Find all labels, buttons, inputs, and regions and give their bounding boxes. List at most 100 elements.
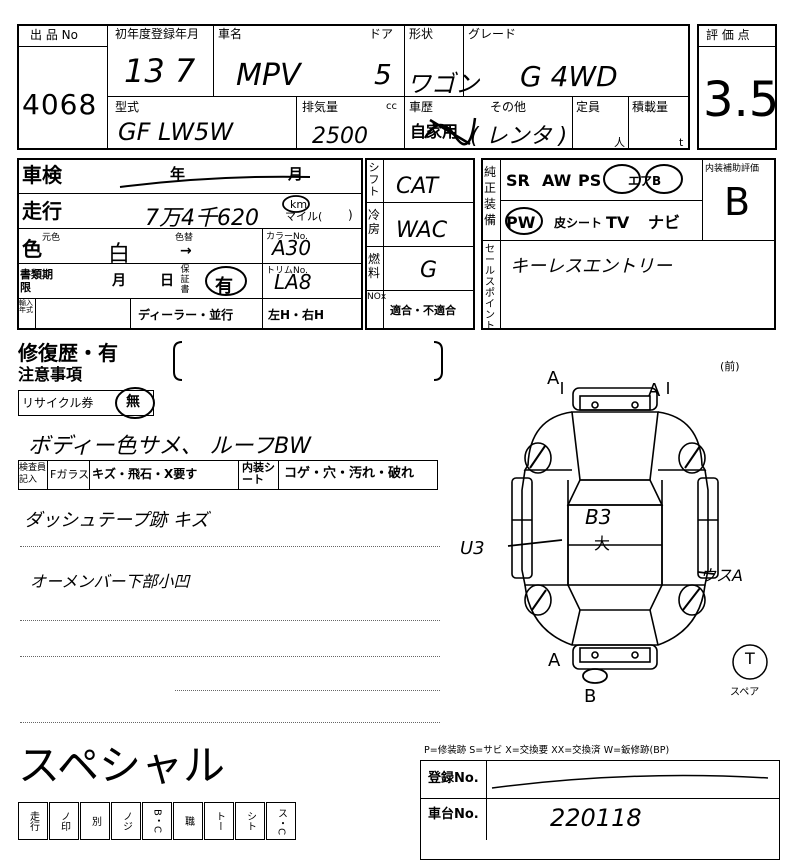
bottom-cell: 職 (173, 802, 203, 840)
warranty-label: 保証書 (180, 265, 190, 295)
inspector-frame (18, 460, 438, 490)
mark-rear-bumper: B (584, 686, 597, 707)
body-note: ボディー色サメ、 ルーフBW (28, 434, 311, 459)
history-label: 車歴 (409, 100, 434, 114)
door-value: 5 (374, 58, 392, 91)
mark-roof: B3 (585, 505, 612, 529)
grade-value: G 4WD (520, 60, 618, 93)
equip-item: PS (578, 171, 602, 190)
mark-rear-right: ウスA (700, 566, 743, 585)
mark-roof-size: 大 (594, 534, 611, 553)
interior-label: 内装補助評価 (705, 164, 760, 174)
bottom-cell: B・C (142, 802, 172, 840)
inspection-label: 車検 (22, 163, 62, 187)
docs-day: 日 (160, 273, 174, 289)
capacity-label: 定員 (576, 100, 601, 114)
mark-left-side: U3 (460, 538, 485, 559)
shape-value: ワゴン (407, 70, 479, 98)
model-label: 型式 (115, 100, 140, 114)
special-label: スペシャル (18, 741, 226, 790)
mark-front-left: A (547, 368, 560, 389)
fuel-label: 燃料 (367, 252, 380, 280)
lot-no-label: 出 品 No (30, 28, 78, 42)
spec-frame (17, 158, 363, 330)
mileage-unit: km (290, 198, 308, 211)
score-frame (697, 24, 777, 150)
docs-label: 書類期限 (20, 268, 53, 294)
score-value: 3.5 (703, 72, 780, 128)
color-num: A30 (272, 236, 312, 260)
glass-label: Fガラス (50, 468, 90, 481)
docs-month: 月 (112, 273, 126, 289)
bottom-cell: ノ印 (49, 802, 79, 840)
equip-item: 皮シート (554, 216, 603, 230)
chassis-label: 車台No. (428, 807, 479, 822)
nox-label: NOx (367, 292, 387, 302)
bottom-cell: ス・C (266, 802, 296, 840)
color-num-label: カラーNo. (266, 232, 308, 242)
mileage-label: 走行 (22, 199, 62, 223)
interior-legend: コゲ・穴・汚れ・破れ (284, 466, 415, 481)
bottom-cell: トー (204, 802, 234, 840)
mileage-close: ) (348, 208, 353, 222)
equip-item: SR (506, 171, 530, 190)
ac-value: WAC (396, 218, 448, 243)
bottom-cell: ノジ (111, 802, 141, 840)
note-2: オーメンバー下部小凹 (30, 572, 190, 591)
capacity-unit: 人 (614, 136, 625, 149)
recycle-label: リサイクル券 (22, 396, 94, 410)
header-frame (17, 24, 690, 150)
displacement-value: 2500 (312, 124, 368, 149)
equip-item: TV (606, 213, 630, 232)
dealer-label: ディーラー・並行 (138, 308, 234, 322)
displacement-label: 排気量 (302, 100, 339, 114)
door-label: ドア (369, 27, 394, 41)
equip-circles (505, 164, 683, 235)
color-value: 白 (108, 242, 131, 267)
color-label: 色 (22, 237, 42, 261)
grade-label: グレード (468, 27, 517, 41)
load-unit: t (679, 136, 684, 149)
equip-item: AW (542, 171, 572, 190)
score-label: 評 価 点 (706, 28, 750, 42)
load-label: 積載量 (632, 100, 669, 114)
model-value: GF LW5W (118, 118, 234, 146)
car-name-label: 車名 (218, 27, 243, 41)
spare-tire-icon (732, 644, 768, 680)
bottom-cell: 別 (80, 802, 110, 840)
inspection-year: 年 (170, 165, 186, 183)
history-scribble (423, 117, 477, 146)
chassis-value: 220118 (550, 804, 642, 832)
nox-value: 適合・不適合 (390, 304, 456, 317)
mileage-value: 7万4千620 (145, 206, 259, 231)
color-arrow: → (180, 243, 192, 259)
equip-item: エアB (628, 174, 662, 188)
first-reg-value: 13 7 (124, 52, 196, 90)
shape-label: 形状 (409, 27, 434, 41)
interior-value: B (724, 180, 751, 224)
color-change-label: 色替 (175, 233, 194, 243)
front-label: (前) (720, 360, 740, 373)
import-label: 輸入年式 (19, 299, 33, 314)
recycle-value: 無 (126, 394, 140, 410)
glass-legend: キズ・飛石・X要す (92, 467, 198, 481)
mark-front-right: A (648, 380, 661, 401)
lot-number: 4068 (22, 88, 98, 121)
equip-frame (481, 158, 776, 330)
bottom-cell: シト (235, 802, 265, 840)
other-value: ( レンタ ) (470, 124, 568, 149)
caution-label: 注意事項 (18, 365, 83, 384)
mileage-mile: マイル( (285, 210, 323, 223)
trim-label: トリムNo. (266, 266, 308, 276)
steering-label: 左H・右H (268, 308, 325, 322)
equip-label: 純正装備 (483, 165, 496, 227)
reg-no-label: 登録No. (428, 771, 479, 786)
first-reg-label: 初年度登録年月 (115, 27, 200, 41)
warranty-value: 有 (215, 276, 233, 297)
spare-mark: T (745, 649, 755, 668)
mech-frame (365, 158, 475, 330)
repair-label: 修復歴・有 (18, 341, 118, 365)
bottom-cell: 走行 (18, 802, 48, 840)
mark-rear-left: A (548, 650, 561, 671)
shift-value: CAT (396, 174, 439, 199)
